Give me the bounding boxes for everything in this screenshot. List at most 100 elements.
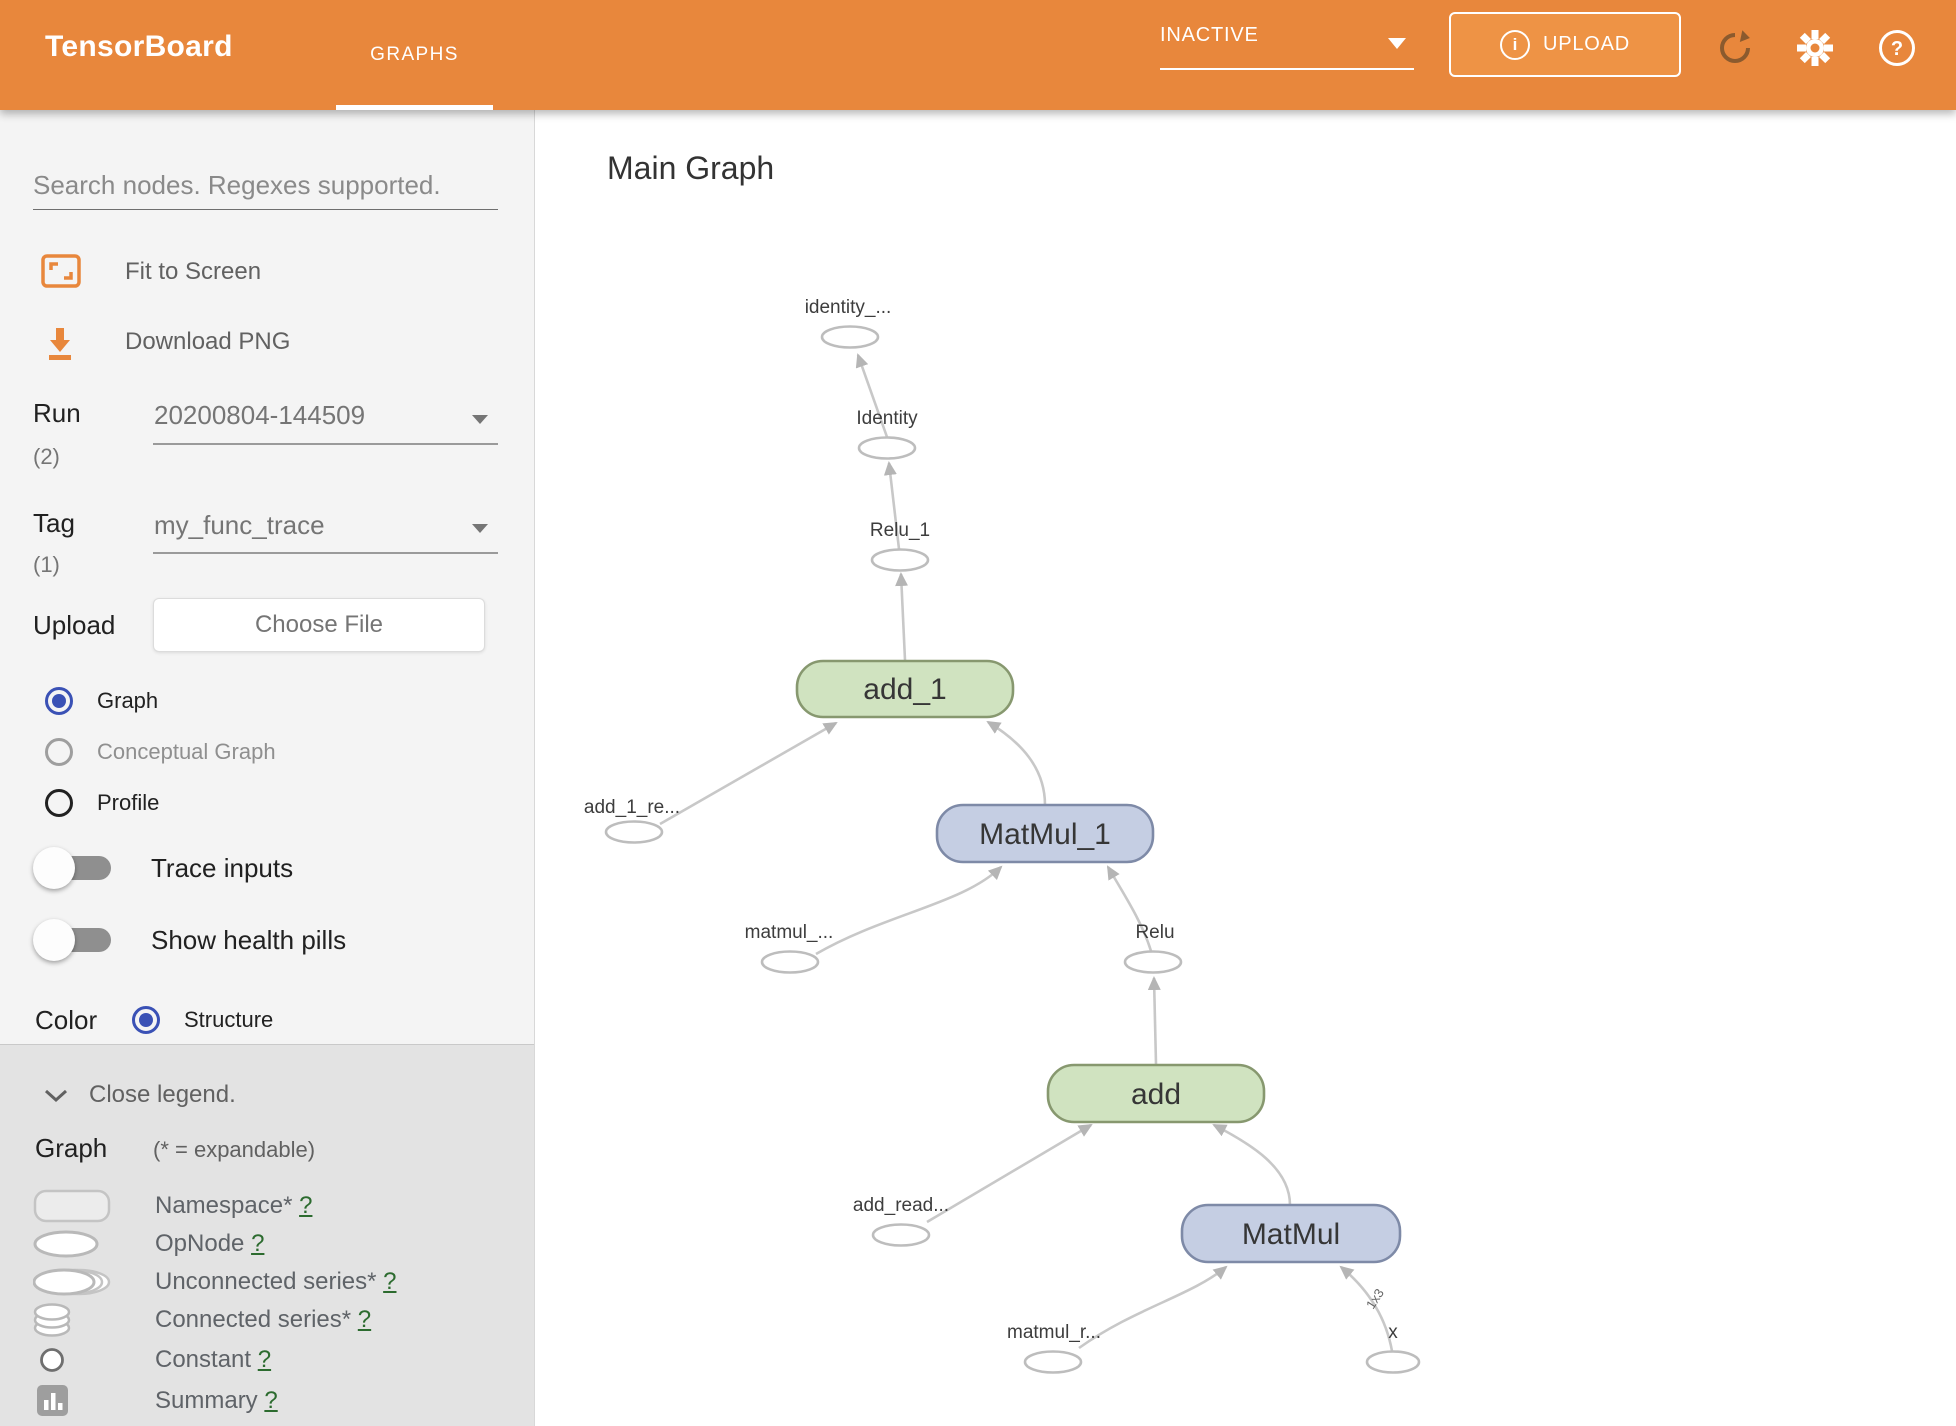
legend-row-constant: Constant ? bbox=[0, 1342, 534, 1378]
legend-title: Graph bbox=[35, 1133, 108, 1163]
search-input[interactable] bbox=[33, 162, 498, 210]
close-legend-button[interactable]: Close legend. bbox=[43, 1081, 236, 1109]
tag-select-caret-icon[interactable] bbox=[472, 524, 488, 533]
radio-unselected-icon bbox=[45, 738, 73, 766]
tag-select[interactable]: my_func_trace bbox=[154, 510, 325, 540]
constant-swatch-icon bbox=[40, 1348, 64, 1372]
node-rect[interactable] bbox=[795, 659, 1015, 719]
edge-matmul1-to-add1 bbox=[986, 720, 1047, 806]
run-select-caret-icon[interactable] bbox=[472, 415, 488, 424]
unconnected-series-swatch-icon bbox=[33, 1268, 111, 1296]
node-label: add bbox=[1131, 1078, 1181, 1111]
radio-graph[interactable]: Graph bbox=[45, 685, 158, 717]
status-dropdown-value: INACTIVE bbox=[1160, 24, 1259, 46]
fit-to-screen-button[interactable]: Fit to Screen bbox=[0, 252, 535, 296]
node-label: MatMul_1 bbox=[979, 818, 1111, 851]
radio-profile[interactable]: Profile bbox=[45, 787, 159, 819]
opnode-relu_1[interactable]: Relu_1 bbox=[870, 520, 930, 572]
download-png-button[interactable]: Download PNG bbox=[0, 322, 535, 366]
upload-button-label: UPLOAD bbox=[1542, 33, 1631, 55]
opnode-identity_series[interactable]: identity_... bbox=[805, 297, 892, 349]
namespace-swatch-icon bbox=[33, 1189, 111, 1223]
legend-row-connected-series: Connected series* ? bbox=[0, 1302, 534, 1338]
toggle-track bbox=[33, 847, 111, 889]
opnode-x[interactable]: x bbox=[1365, 1322, 1421, 1374]
opnode-ellipse[interactable] bbox=[1023, 1350, 1083, 1374]
node-matmul[interactable]: MatMul bbox=[1180, 1203, 1402, 1264]
fit-to-screen-label: Fit to Screen bbox=[125, 258, 262, 285]
opnode-matmul_r[interactable]: matmul_r... bbox=[1007, 1322, 1101, 1374]
radio-structure[interactable] bbox=[132, 1006, 160, 1034]
fit-to-screen-icon bbox=[41, 254, 81, 293]
opnode-matmul_read[interactable]: matmul_... bbox=[745, 922, 834, 974]
download-icon bbox=[41, 324, 79, 367]
trace-inputs-toggle[interactable]: Trace inputs bbox=[33, 845, 293, 891]
status-dropdown[interactable]: INACTIVE bbox=[1160, 24, 1414, 74]
radio-unselected-icon bbox=[45, 789, 73, 817]
radio-selected-icon bbox=[45, 687, 73, 715]
opnode-add_1_read[interactable]: add_1_re... bbox=[584, 797, 680, 844]
tag-select-underline bbox=[153, 552, 498, 554]
legend-row-opnode: OpNode ? bbox=[0, 1226, 534, 1262]
opnode-ellipse[interactable] bbox=[760, 950, 820, 974]
opnode-ellipse[interactable] bbox=[1123, 950, 1183, 974]
choose-file-button[interactable]: Choose File bbox=[153, 598, 485, 652]
legend-row-summary: Summary ? bbox=[0, 1383, 534, 1419]
summary-swatch-icon bbox=[37, 1385, 68, 1416]
opnode-ellipse[interactable] bbox=[870, 548, 930, 572]
opnode-add_read[interactable]: add_read... bbox=[853, 1195, 949, 1247]
node-rect[interactable] bbox=[1180, 1203, 1402, 1264]
opnode-ellipse[interactable] bbox=[871, 1223, 931, 1247]
opnode-ellipse[interactable] bbox=[604, 820, 664, 844]
run-label: Run bbox=[33, 398, 81, 428]
legend-header: Graph (* = expandable) bbox=[35, 1133, 315, 1164]
legend-row-unconnected-series: Unconnected series* ? bbox=[0, 1264, 534, 1300]
help-link[interactable]: ? bbox=[299, 1192, 313, 1219]
legend-label: OpNode bbox=[155, 1230, 245, 1257]
node-rect[interactable] bbox=[1046, 1063, 1266, 1124]
gear-icon[interactable] bbox=[1794, 27, 1836, 69]
node-matmul_1[interactable]: MatMul_1 bbox=[935, 803, 1155, 864]
page-title: Main Graph bbox=[607, 150, 775, 186]
opnode-relu[interactable]: Relu bbox=[1123, 922, 1183, 974]
help-link[interactable]: ? bbox=[357, 1306, 372, 1333]
color-structure-label: Structure bbox=[184, 1007, 274, 1032]
run-select[interactable]: 20200804-144509 bbox=[154, 400, 366, 430]
opnode-ellipse[interactable] bbox=[857, 436, 917, 460]
opnode-ellipse[interactable] bbox=[820, 325, 880, 349]
status-dropdown-underline bbox=[1160, 68, 1414, 70]
node-rect[interactable] bbox=[935, 803, 1155, 864]
radio-conceptual-graph[interactable]: Conceptual Graph bbox=[45, 736, 276, 768]
toggle-track bbox=[33, 919, 111, 961]
tag-label: Tag bbox=[33, 508, 75, 538]
help-link[interactable]: ? bbox=[264, 1387, 278, 1414]
opnode-label: Relu bbox=[1135, 922, 1174, 943]
toggle-thumb bbox=[33, 847, 75, 889]
toggle-thumb bbox=[33, 919, 75, 961]
opnode-identity[interactable]: Identity bbox=[856, 408, 918, 460]
legend-label: Summary bbox=[155, 1387, 258, 1414]
help-icon[interactable]: ? bbox=[1876, 27, 1918, 69]
help-link[interactable]: ? bbox=[251, 1230, 265, 1257]
tab-active-indicator bbox=[336, 105, 493, 110]
upload-label: Upload bbox=[33, 610, 116, 640]
help-glyph: ? bbox=[1891, 38, 1903, 60]
radio-conceptual-graph-label: Conceptual Graph bbox=[97, 739, 276, 764]
close-legend-label: Close legend. bbox=[89, 1081, 236, 1108]
radio-profile-label: Profile bbox=[97, 790, 160, 815]
upload-button[interactable]: i UPLOAD bbox=[1449, 12, 1681, 77]
edge-shape-label: 1x3 bbox=[1363, 1286, 1387, 1312]
show-health-pills-toggle[interactable]: Show health pills bbox=[33, 917, 346, 963]
help-link[interactable]: ? bbox=[257, 1346, 272, 1373]
help-link[interactable]: ? bbox=[383, 1268, 397, 1295]
refresh-icon[interactable] bbox=[1714, 27, 1756, 69]
edge-add1-to-relu1 bbox=[895, 572, 909, 661]
chevron-down-icon bbox=[44, 1089, 68, 1102]
opnode-ellipse[interactable] bbox=[1365, 1350, 1421, 1374]
tab-graphs[interactable]: GRAPHS bbox=[370, 44, 459, 65]
node-add_1[interactable]: add_1 bbox=[795, 659, 1015, 719]
node-add[interactable]: add bbox=[1046, 1063, 1266, 1124]
info-icon: i bbox=[1499, 29, 1530, 60]
edge-relu-to-matmul1 bbox=[1106, 865, 1153, 952]
